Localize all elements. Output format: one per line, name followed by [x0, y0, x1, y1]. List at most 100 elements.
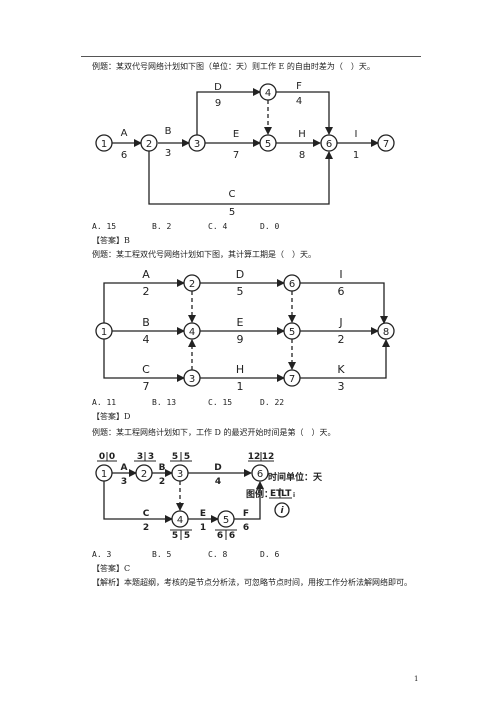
- node-label: 1: [101, 327, 107, 338]
- activity-name: H: [236, 363, 244, 376]
- activity-duration: 4: [215, 477, 221, 487]
- option-c[interactable]: C. 15: [208, 398, 233, 407]
- legend-et: ET: [270, 489, 283, 499]
- node-1: [95, 134, 113, 152]
- option-a[interactable]: A. 15: [92, 222, 117, 231]
- arrow-d: [196, 88, 261, 135]
- node-et: 3: [137, 452, 143, 462]
- activity-name: E: [233, 129, 239, 140]
- q3-analysis: 【解析】本题超纲，考核的是节点分析法，可忽略节点时间，用按工作分析法解网络即可。: [92, 578, 412, 587]
- activity-duration: 7: [143, 380, 150, 393]
- arrow-a: [103, 279, 185, 323]
- activity-name: C: [229, 189, 236, 200]
- node-label: 6: [326, 139, 332, 150]
- node-label: 4: [189, 327, 195, 338]
- activity-name: B: [165, 126, 172, 137]
- legend-label: 图例：: [246, 488, 273, 500]
- node-et: 5: [172, 531, 178, 541]
- arrow-c: [103, 339, 185, 382]
- legend-node-label: i: [280, 506, 284, 516]
- activity-duration: 1: [200, 523, 206, 533]
- activity-name: E: [200, 509, 206, 519]
- node-7: [377, 134, 395, 152]
- activity-name: H: [298, 129, 306, 140]
- option-b[interactable]: B. 13: [152, 398, 177, 407]
- node-6: [251, 464, 269, 482]
- q2-answer: 【答案】D: [92, 412, 131, 421]
- node-label: 5: [265, 139, 271, 150]
- node-et: 6: [217, 531, 223, 541]
- arrow-f: [276, 91, 333, 135]
- node-label: 5: [289, 327, 295, 338]
- node-3: [171, 464, 189, 482]
- node-label: 6: [257, 469, 263, 480]
- node-label: 3: [189, 374, 195, 385]
- node-et: 0: [99, 452, 105, 462]
- node-label: 3: [177, 469, 183, 480]
- option-b[interactable]: B. 5: [152, 550, 172, 559]
- q3-answer: 【答案】C: [92, 564, 131, 573]
- node-label: 5: [223, 515, 229, 526]
- arrow-c: [103, 481, 173, 523]
- node-4: [171, 510, 189, 528]
- node-lt: 12: [262, 452, 275, 462]
- node-2: [135, 464, 153, 482]
- activity-duration: 4: [296, 96, 302, 107]
- activity-name: I: [355, 129, 358, 140]
- node-6: [283, 274, 301, 292]
- node-label: 7: [383, 139, 389, 150]
- option-c[interactable]: C. 4: [208, 222, 228, 231]
- activity-duration: 3: [165, 148, 171, 159]
- q1-answer: 【答案】B: [92, 236, 130, 245]
- activity-duration: 2: [143, 523, 149, 533]
- node-1: [95, 464, 113, 482]
- activity-duration: 6: [338, 285, 345, 298]
- node-label: 1: [101, 469, 107, 480]
- activity-name: B: [142, 316, 150, 329]
- activity-name: B: [159, 463, 166, 473]
- node-lt: 6: [229, 531, 235, 541]
- option-c[interactable]: C. 8: [208, 550, 228, 559]
- node-2: [183, 274, 201, 292]
- node-label: 1: [101, 139, 107, 150]
- node-5: [283, 322, 301, 340]
- option-d[interactable]: D. 6: [260, 550, 280, 559]
- activity-duration: 9: [237, 333, 244, 346]
- activity-duration: 7: [233, 150, 239, 161]
- activity-duration: 2: [338, 333, 345, 346]
- option-a[interactable]: A. 3: [92, 550, 112, 559]
- node-5: [217, 510, 235, 528]
- node-label: 2: [141, 469, 147, 480]
- node-lt: 3: [148, 452, 154, 462]
- q1-stem: 例题：某双代号网络计划如下图（单位：天）则工作 E 的自由时差为（ ）天。: [92, 62, 375, 71]
- legend-lt: LT: [281, 489, 292, 499]
- option-a[interactable]: A. 11: [92, 398, 117, 407]
- node-et: 5: [172, 452, 178, 462]
- q3-stem: 例题：某工程网络计划如下，工作 D 的最迟开始时间是第（ ）天。: [92, 428, 336, 437]
- activity-name: D: [214, 82, 222, 93]
- node-label: 2: [146, 139, 152, 150]
- activity-name: D: [214, 463, 221, 473]
- node-2: [140, 134, 158, 152]
- node-et: 12: [248, 452, 261, 462]
- option-b[interactable]: B. 2: [152, 222, 172, 231]
- arrow-f: [234, 481, 264, 520]
- node-lt: 0: [109, 452, 115, 462]
- node-6: [320, 134, 338, 152]
- activity-name: C: [143, 509, 150, 519]
- activity-duration: 3: [121, 477, 127, 487]
- node-label: 3: [194, 139, 200, 150]
- option-d[interactable]: D. 0: [260, 222, 280, 231]
- activity-duration: 2: [143, 285, 150, 298]
- activity-name: A: [121, 128, 128, 139]
- activity-duration: 9: [215, 98, 221, 109]
- node-label: 4: [177, 515, 183, 526]
- activity-name: F: [296, 81, 302, 92]
- node-1: [95, 322, 113, 340]
- node-4: [183, 322, 201, 340]
- node-lt: 5: [184, 531, 190, 541]
- activity-name: K: [337, 363, 345, 376]
- activity-duration: 5: [237, 285, 244, 298]
- option-d[interactable]: D. 22: [260, 398, 285, 407]
